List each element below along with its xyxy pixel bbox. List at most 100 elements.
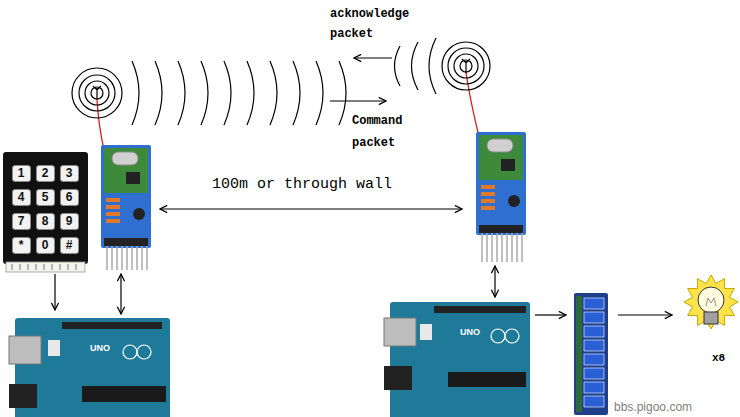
keypad-key: 8 <box>36 213 55 230</box>
rf-module-left <box>107 246 147 270</box>
relay-board <box>584 396 604 407</box>
rf-module-right <box>479 135 523 180</box>
relay-board <box>584 382 604 393</box>
packet-arrows <box>494 266 495 297</box>
antenna-left <box>85 81 109 105</box>
keypad-key: 7 <box>12 213 31 230</box>
arduino-left <box>15 318 170 417</box>
keypad-key: 6 <box>60 189 79 206</box>
key-label: * <box>19 238 24 252</box>
relay-board <box>584 354 604 365</box>
packet-arrows <box>354 57 392 58</box>
rf-module-left <box>101 145 151 248</box>
antenna-right <box>442 42 490 90</box>
keypad-body <box>3 152 88 272</box>
arduino-left <box>137 345 151 359</box>
radio-waves <box>247 61 254 125</box>
key-label: 9 <box>66 214 73 228</box>
key-label: 0 <box>42 238 49 252</box>
rf-module-left <box>106 198 120 202</box>
arduino-left <box>48 340 60 356</box>
packet-arrows <box>535 314 566 315</box>
antenna-left <box>72 68 122 118</box>
key-label: 5 <box>42 190 49 204</box>
watermark: bbs.pigoo.com <box>614 400 692 414</box>
rf-module-right <box>481 192 495 196</box>
radio-waves <box>429 38 436 94</box>
relay-board <box>584 340 604 351</box>
radio-waves <box>412 42 419 90</box>
packet-arrows <box>160 208 462 209</box>
rf-module-left <box>106 205 120 209</box>
packet-arrows <box>618 314 672 315</box>
arduino-left <box>9 384 37 408</box>
rf-module-right <box>476 132 526 235</box>
arduino-right <box>505 329 519 343</box>
keypad-key: 0 <box>36 237 55 254</box>
keypad-key: 4 <box>12 189 31 206</box>
arduino-right <box>491 329 505 343</box>
packet-label: acknowledge packet <box>330 4 422 44</box>
arduino-left <box>9 318 170 417</box>
antenna-left <box>93 86 101 100</box>
rf-module-left <box>112 152 138 165</box>
keypad-body <box>3 152 88 264</box>
relay-board <box>576 296 582 412</box>
rf-module-right <box>501 159 515 171</box>
key-label: 8 <box>42 214 49 228</box>
arduino-right <box>448 372 526 387</box>
keypad-body <box>6 262 85 272</box>
radio-waves <box>132 61 139 125</box>
arduino-right <box>384 366 412 390</box>
rf-module-left <box>133 208 145 220</box>
key-label: # <box>66 238 73 252</box>
rf-module-right <box>508 195 520 207</box>
arduino-left <box>82 386 166 402</box>
packet-arrows <box>120 274 121 314</box>
radio-waves <box>339 61 346 125</box>
relay-board <box>584 298 604 309</box>
relay-board <box>574 293 608 415</box>
quantity-label: x8 <box>712 352 725 365</box>
antenna-right <box>442 42 490 90</box>
keypad-key: 9 <box>60 213 79 230</box>
keypad-key: 1 <box>12 165 31 182</box>
arduino-right <box>384 302 530 417</box>
packet-arrows <box>55 58 672 315</box>
packet-arrows <box>330 100 386 101</box>
rf-module-left <box>104 148 148 193</box>
arduino-left <box>9 336 41 364</box>
board-logo: UNO <box>90 343 110 354</box>
packet-arrows <box>54 274 55 310</box>
rf-module-right <box>479 225 523 233</box>
antenna-left <box>91 87 103 99</box>
key-label: 1 <box>18 166 25 180</box>
keypad-key: 2 <box>36 165 55 182</box>
arduino-right <box>420 324 432 340</box>
key-label: 3 <box>66 166 73 180</box>
relay-board <box>584 326 604 337</box>
relay-board <box>574 293 608 415</box>
radio-waves <box>293 61 300 125</box>
light-bulb <box>698 287 724 313</box>
rf-module-left <box>97 100 104 150</box>
radio-waves <box>224 61 231 125</box>
antenna-right <box>460 60 472 72</box>
key-label: 2 <box>42 166 49 180</box>
relay-board <box>584 312 604 323</box>
keypad-key: 5 <box>36 189 55 206</box>
antenna-right <box>462 59 470 73</box>
rf-module-right <box>482 233 522 262</box>
antenna-left <box>79 75 115 111</box>
radio-waves <box>316 61 323 125</box>
key-label: 7 <box>18 214 25 228</box>
keypad-key: * <box>12 237 31 254</box>
arduino-left <box>62 322 162 329</box>
rf-module-right <box>466 72 526 262</box>
rf-module-left <box>104 238 148 246</box>
light-bulb <box>706 298 716 306</box>
light-bulb <box>684 275 738 329</box>
radio-waves <box>132 38 436 125</box>
